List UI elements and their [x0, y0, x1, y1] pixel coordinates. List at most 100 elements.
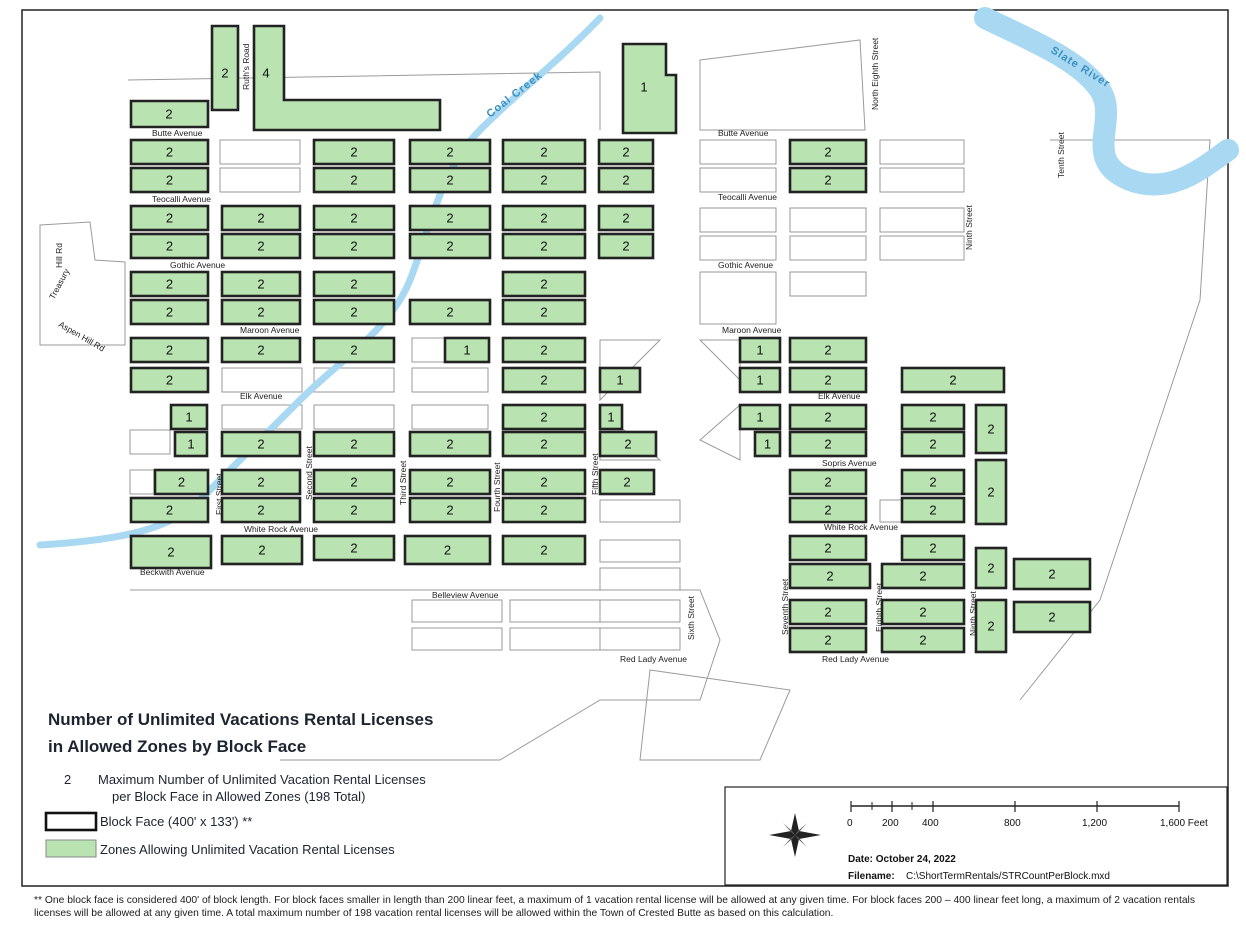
block-count-r6a: 2 [166, 304, 173, 319]
block-count-r7d: 1 [463, 342, 470, 357]
street-sixth: Sixth Street [686, 595, 696, 640]
block-count-r6d: 2 [446, 304, 453, 319]
block-count-r6c: 2 [350, 304, 357, 319]
block-r4b [220, 232, 302, 260]
block-count-r10e: 2 [540, 436, 547, 451]
block-count-r2b: 2 [350, 172, 357, 187]
street-teocalli-w: Teocalli Avenue [152, 194, 211, 204]
street-gothic-e: Gothic Avenue [718, 260, 773, 270]
footnote: ** One block face is considered 400' of … [34, 895, 1195, 919]
block-count-r4a: 2 [166, 238, 173, 253]
legend-title-line1: Number of Unlimited Vacations Rental Lic… [48, 710, 433, 729]
street-first: First Street [214, 473, 224, 515]
info-filename-label: Filename: [848, 871, 895, 882]
street-ninth: Ninth Street [964, 204, 974, 250]
street-maroon-e: Maroon Avenue [722, 325, 782, 335]
block-count-r2c: 2 [446, 172, 453, 187]
block-count-r11e: 2 [540, 474, 547, 489]
block-r9f [900, 403, 966, 431]
block-count-r6b: 2 [257, 304, 264, 319]
block-r12g [900, 496, 966, 524]
block-count-n-b: 4 [262, 65, 269, 80]
block-count-r13b: 2 [258, 542, 265, 557]
block-r3e [501, 204, 587, 232]
scale-tick-400: 400 [922, 818, 939, 829]
block-count-r10d: 2 [446, 436, 453, 451]
info-date: Date: October 24, 2022 [848, 854, 956, 865]
street-gothic-w: Gothic Avenue [170, 260, 225, 270]
street-whiterock-e: White Rock Avenue [824, 522, 898, 532]
legend-blockface-label: Block Face (400' x 133') ** [100, 814, 252, 829]
block-r7d [443, 336, 491, 364]
block-count-r12d: 2 [446, 502, 453, 517]
legend-number-sample: 2 [64, 772, 71, 787]
block-count-r2f: 2 [824, 172, 831, 187]
block-r10c [312, 430, 396, 458]
block-count-r5d: 2 [540, 276, 547, 291]
block-r15b [974, 598, 1008, 654]
block-r7c [312, 336, 396, 364]
block-r5b [220, 270, 302, 298]
info-box: 0 200 400 800 1,200 1,600 Feet Date: Oct… [724, 786, 1228, 886]
north-arrow-icon [769, 813, 821, 857]
scale-tick-1600: 1,600 Feet [1160, 818, 1208, 829]
block-count-r3a: 2 [166, 210, 173, 225]
street-maroon-w: Maroon Avenue [240, 325, 300, 335]
block-r16a [880, 626, 966, 654]
block-r10i [900, 430, 966, 458]
street-second: Second Street [304, 445, 314, 500]
block-r2d [501, 166, 587, 194]
block-r4c [312, 232, 396, 260]
block-count-r15d: 2 [824, 632, 831, 647]
block-count-r2e: 2 [622, 172, 629, 187]
block-r4a [129, 232, 210, 260]
block-r8f [900, 366, 1006, 394]
block-count-r7e: 2 [540, 342, 547, 357]
block-r10d [408, 430, 492, 458]
block-count-n-c: 2 [165, 106, 172, 121]
block-r6a [129, 298, 210, 326]
block-count-r1d: 2 [540, 144, 547, 159]
block-r2f [788, 166, 868, 194]
block-r3b [220, 204, 302, 232]
block-r12a [129, 496, 210, 524]
block-r11b [220, 468, 302, 496]
legend-zone-swatch [45, 839, 97, 858]
block-r9g [974, 403, 1008, 455]
block-count-r3d: 2 [446, 210, 453, 225]
block-count-r11h: 2 [929, 474, 936, 489]
block-r10e [501, 430, 587, 458]
block-r7g [788, 336, 868, 364]
block-count-r15b: 2 [987, 618, 994, 633]
block-count-r7g: 2 [824, 342, 831, 357]
block-count-r7b: 2 [257, 342, 264, 357]
block-count-r1a: 2 [166, 144, 173, 159]
block-r4f [597, 232, 655, 260]
block-r6d [408, 298, 492, 326]
block-r8b [501, 366, 587, 394]
block-count-r10i: 2 [929, 436, 936, 451]
block-count-n-d: 1 [640, 79, 647, 94]
block-r10a [173, 430, 209, 458]
block-r11h [900, 468, 966, 496]
block-count-r8d: 1 [756, 372, 763, 387]
street-redlady-w: Red Lady Avenue [620, 654, 687, 664]
legend-zone-label: Zones Allowing Unlimited Vacation Rental… [100, 842, 395, 857]
block-n-c [129, 99, 210, 129]
block-r2b [312, 166, 396, 194]
block-r12e [501, 496, 587, 524]
block-count-r15c: 2 [1048, 609, 1055, 624]
block-count-r11g: 2 [824, 474, 831, 489]
block-count-r14c: 2 [987, 560, 994, 575]
block-count-r9b: 2 [540, 409, 547, 424]
block-r13a [129, 534, 213, 570]
street-third: Third Street [398, 460, 408, 505]
block-r14a [788, 562, 872, 590]
block-r5d [501, 270, 587, 298]
block-count-r2a: 2 [166, 172, 173, 187]
block-count-r4d: 2 [446, 238, 453, 253]
block-n-d [621, 42, 678, 135]
block-r10b [220, 430, 302, 458]
street-fifth: Fifth Street [590, 453, 600, 495]
